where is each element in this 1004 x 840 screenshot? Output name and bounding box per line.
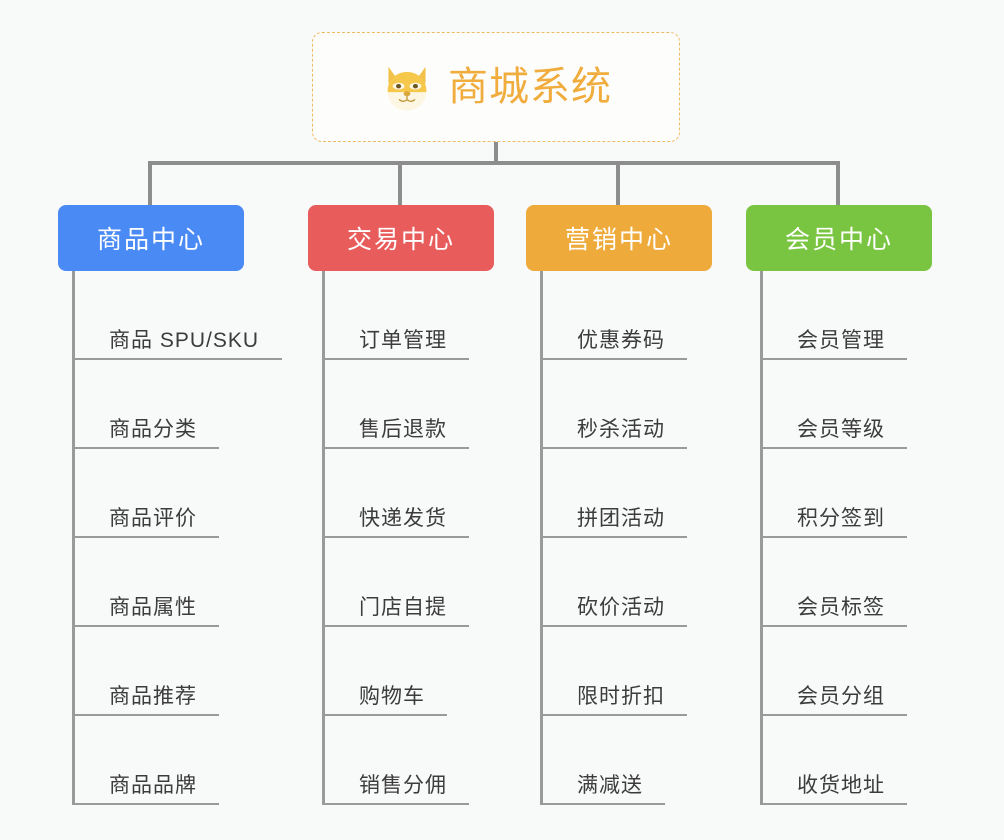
leaf-label: 商品属性 [109, 596, 197, 619]
list-item[interactable]: 会员标签 [763, 538, 907, 627]
category-title: 交易中心 [346, 226, 455, 254]
list-item[interactable]: 会员管理 [763, 271, 907, 360]
list-item[interactable]: 订单管理 [325, 271, 469, 360]
list-item[interactable]: 商品评价 [75, 449, 219, 538]
list-item[interactable]: 拼团活动 [543, 449, 687, 538]
list-item[interactable]: 商品品牌 [75, 716, 219, 805]
list-item[interactable]: 秒杀活动 [543, 360, 687, 449]
category-header-marketing-center[interactable]: 营销中心 [526, 205, 712, 271]
leaf-label: 商品 SPU/SKU [109, 329, 260, 352]
leaf-label: 会员标签 [797, 596, 885, 619]
leaf-label: 快递发货 [359, 507, 447, 530]
leaf-label: 优惠券码 [577, 329, 665, 352]
list-item[interactable]: 优惠券码 [543, 271, 687, 360]
leaf-label: 拼团活动 [577, 507, 665, 530]
list-item[interactable]: 商品属性 [75, 538, 219, 627]
column-marketing-center: 营销中心 优惠券码 秒杀活动 拼团活动 砍价活动 限时折扣 满减送 [526, 205, 712, 805]
leaf-label: 满减送 [577, 774, 643, 797]
leaf-label: 购物车 [359, 685, 425, 708]
drop-connector-1 [148, 161, 152, 205]
list-item[interactable]: 积分签到 [763, 449, 907, 538]
list-item[interactable]: 快递发货 [325, 449, 469, 538]
list-item[interactable]: 限时折扣 [543, 627, 687, 716]
list-item[interactable]: 门店自提 [325, 538, 469, 627]
leaf-label: 会员分组 [797, 685, 885, 708]
list-item[interactable]: 会员分组 [763, 627, 907, 716]
root-node[interactable]: 商城系统 [312, 32, 680, 142]
category-title: 商品中心 [96, 226, 205, 254]
leaf-list-member-center: 会员管理 会员等级 积分签到 会员标签 会员分组 收货地址 [760, 271, 932, 805]
list-item[interactable]: 商品推荐 [75, 627, 219, 716]
list-item[interactable]: 满减送 [543, 716, 665, 805]
leaf-list-product-center: 商品 SPU/SKU 商品分类 商品评价 商品属性 商品推荐 商品品牌 [72, 271, 282, 805]
drop-connector-3 [616, 161, 620, 205]
category-title: 会员中心 [784, 226, 893, 254]
leaf-label: 秒杀活动 [577, 418, 665, 441]
leaf-label: 砍价活动 [577, 596, 665, 619]
list-item[interactable]: 购物车 [325, 627, 447, 716]
list-item[interactable]: 砍价活动 [543, 538, 687, 627]
category-header-product-center[interactable]: 商品中心 [58, 205, 244, 271]
leaf-label: 会员等级 [797, 418, 885, 441]
leaf-label: 会员管理 [797, 329, 885, 352]
category-header-trade-center[interactable]: 交易中心 [308, 205, 494, 271]
leaf-list-trade-center: 订单管理 售后退款 快递发货 门店自提 购物车 销售分佣 [322, 271, 494, 805]
root-title: 商城系统 [448, 65, 612, 109]
leaf-label: 门店自提 [359, 596, 447, 619]
category-title: 营销中心 [564, 226, 673, 254]
leaf-list-marketing-center: 优惠券码 秒杀活动 拼团活动 砍价活动 限时折扣 满减送 [540, 271, 712, 805]
leaf-label: 订单管理 [359, 329, 447, 352]
leaf-label: 售后退款 [359, 418, 447, 441]
shiba-dog-icon [380, 60, 434, 114]
leaf-label: 商品品牌 [109, 774, 197, 797]
category-header-member-center[interactable]: 会员中心 [746, 205, 932, 271]
leaf-label: 商品推荐 [109, 685, 197, 708]
leaf-label: 收货地址 [797, 774, 885, 797]
leaf-label: 限时折扣 [577, 685, 665, 708]
column-member-center: 会员中心 会员管理 会员等级 积分签到 会员标签 会员分组 收货地址 [746, 205, 932, 805]
list-item[interactable]: 销售分佣 [325, 716, 469, 805]
column-product-center: 商品中心 商品 SPU/SKU 商品分类 商品评价 商品属性 商品推荐 商品品牌 [58, 205, 282, 805]
leaf-label: 积分签到 [797, 507, 885, 530]
leaf-label: 销售分佣 [359, 774, 447, 797]
column-trade-center: 交易中心 订单管理 售后退款 快递发货 门店自提 购物车 销售分佣 [308, 205, 494, 805]
list-item[interactable]: 会员等级 [763, 360, 907, 449]
leaf-label: 商品分类 [109, 418, 197, 441]
list-item[interactable]: 售后退款 [325, 360, 469, 449]
leaf-label: 商品评价 [109, 507, 197, 530]
drop-connector-4 [836, 161, 840, 205]
root-stem-connector [494, 142, 498, 164]
list-item[interactable]: 商品 SPU/SKU [75, 271, 282, 360]
horizontal-bus-connector [148, 161, 840, 165]
list-item[interactable]: 收货地址 [763, 716, 907, 805]
list-item[interactable]: 商品分类 [75, 360, 219, 449]
drop-connector-2 [398, 161, 402, 205]
